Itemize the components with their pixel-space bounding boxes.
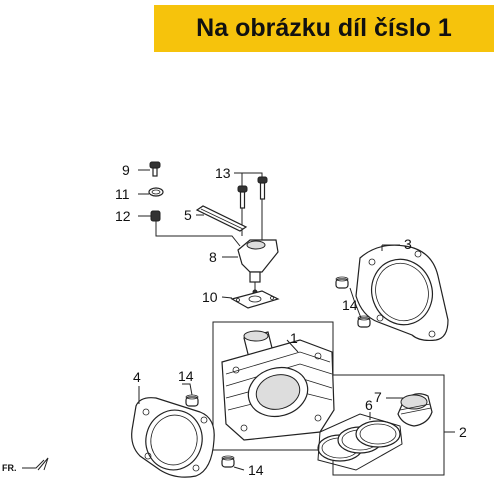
callout-5: 5 [184,207,192,223]
part-6-piston-rings [317,420,401,462]
part-1-cylinder-block [221,330,335,441]
callout-8: 8 [209,249,217,265]
front-direction-label: FR. [2,463,17,473]
part-5-gasket-strip [195,205,248,232]
part-14-dowels-upper [335,276,371,328]
part-number-banner: Na obrázku díl číslo 1 [154,5,494,52]
callout-14-bottom: 14 [248,462,264,478]
callout-1: 1 [290,330,298,346]
part-4-base-gasket [131,397,215,478]
callout-14-upper: 14 [342,297,358,313]
part-3-head-gasket [355,244,449,342]
callout-3: 3 [404,236,412,252]
part-7-piston [397,393,433,427]
callout-13: 13 [215,165,231,181]
callout-7: 7 [374,389,382,405]
part-10-gasket [230,290,280,309]
part-11-o-ring [148,187,164,197]
callout-14-middle: 14 [178,368,194,384]
part-12-cap [150,210,161,222]
part-14-dowel-middle [185,394,199,407]
group-outline [212,321,445,476]
callout-2: 2 [459,424,467,440]
callout-12: 12 [115,208,131,224]
callout-9: 9 [122,162,130,178]
callout-4: 4 [133,369,141,385]
front-direction-arrow: FR. [2,457,49,473]
part-9-bolt [149,161,161,177]
callout-10: 10 [202,289,218,305]
callout-6: 6 [365,397,373,413]
part-14-dowel-bottom [221,455,235,468]
part-8-tensioner [237,239,279,295]
callout-11: 11 [115,186,130,202]
